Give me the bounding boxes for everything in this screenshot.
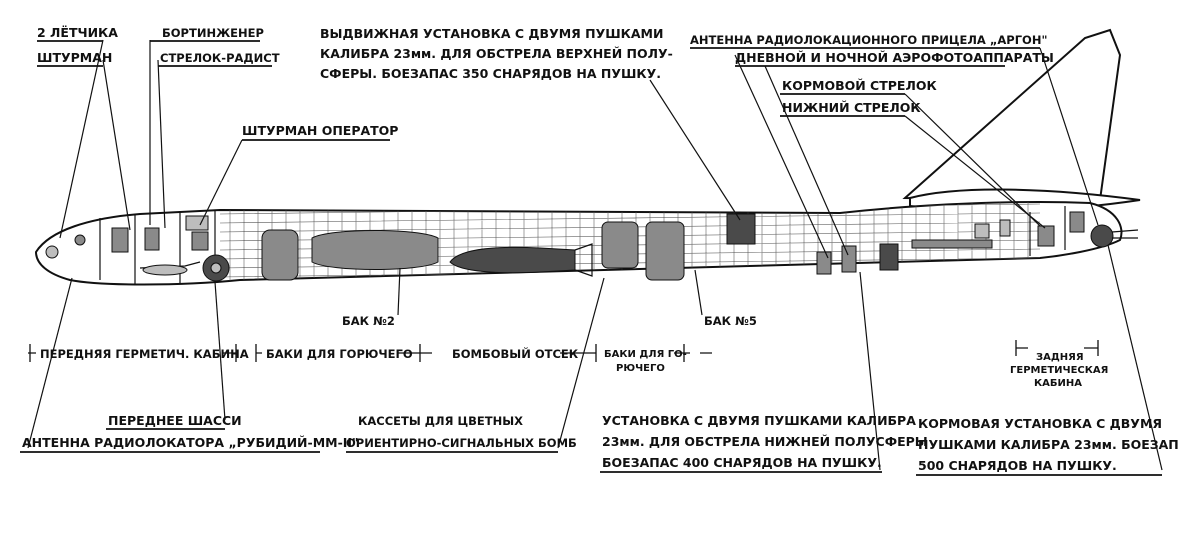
fuel-tank xyxy=(311,230,439,270)
dimension-bars xyxy=(28,340,1099,362)
fuel-tank xyxy=(261,229,299,281)
label-argon-antenna: АНТЕННА РАДИОЛОКАЦИОННОГО ПРИЦЕЛА „АРГОН… xyxy=(690,33,1047,47)
label-lower-gunner: НИЖНИЙ СТРЕЛОК xyxy=(782,100,921,115)
label-signal-bombs-line2: ОРИЕНТИРНО-СИГНАЛЬНЫХ БОМБ xyxy=(346,436,577,450)
label-nose-gear: ПЕРЕДНЕЕ ШАССИ xyxy=(108,413,242,428)
label-front-pressurized-cabin: ПЕРЕДНЯЯ ГЕРМЕТИЧ. КАБИНА xyxy=(40,347,249,361)
label-tail-turret-line3: 500 СНАРЯДОВ НА ПУШКУ. xyxy=(918,458,1117,473)
label-aerial-cameras: ДНЕВНОЙ И НОЧНОЙ АЭРОФОТОАППАРАТЫ xyxy=(735,50,1054,65)
bomb xyxy=(449,243,593,277)
label-navigator-operator: ШТУРМАН ОПЕРАТОР xyxy=(242,123,398,138)
label-fuel-tanks-2-line2: РЮЧЕГО xyxy=(616,363,665,374)
label-gunner-radio-operator: СТРЕЛОК-РАДИСТ xyxy=(160,51,280,65)
label-signal-bombs-line1: КАССЕТЫ ДЛЯ ЦВЕТНЫХ xyxy=(358,414,523,428)
label-tail-gunner: КОРМОВОЙ СТРЕЛОК xyxy=(782,78,937,93)
label-lower-turret-line3: БОЕЗАПАС 400 СНАРЯДОВ НА ПУШКУ. xyxy=(602,455,882,470)
fuselage-outline xyxy=(34,201,1123,286)
fuel-tank xyxy=(601,221,685,281)
label-rear-cabin-line2: ГЕРМЕТИЧЕСКАЯ xyxy=(1010,365,1108,376)
label-upper-turret-line3: СФЕРЫ. БОЕЗАПАС 350 СНАРЯДОВ НА ПУШКУ. xyxy=(320,66,661,81)
label-rubidiy-antenna: АНТЕННА РАДИОЛОКАТОРА „РУБИДИЙ-ММ-II" xyxy=(22,435,359,450)
label-tail-turret-line1: КОРМОВАЯ УСТАНОВКА С ДВУМЯ xyxy=(918,416,1162,431)
label-tank-2: БАК №2 xyxy=(342,314,395,328)
rear-fuselage-equipment xyxy=(911,219,1011,249)
label-bomb-bay: БОМБОВЫЙ ОТСЕК xyxy=(452,346,579,361)
label-rear-cabin-line1: ЗАДНЯЯ xyxy=(1036,352,1084,363)
label-navigator: ШТУРМАН xyxy=(37,50,112,65)
upper-gun-turret xyxy=(726,213,756,245)
tail-gun-turret xyxy=(1090,224,1139,248)
label-fuel-tanks-2-line1: БАКИ ДЛЯ ГО- xyxy=(604,349,687,360)
label-tank-5: БАК №5 xyxy=(704,314,757,328)
label-tail-turret-line2: ПУШКАМИ КАЛИБРА 23мм. БОЕЗАПАС xyxy=(918,437,1178,452)
label-rear-cabin-line3: КАБИНА xyxy=(1034,378,1082,389)
label-flight-engineer: БОРТИНЖЕНЕР xyxy=(162,26,264,40)
label-upper-turret-line2: КАЛИБРА 23мм. ДЛЯ ОБСТРЕЛА ВЕРХНЕЙ ПОЛУ- xyxy=(320,46,673,61)
lower-gun-turret xyxy=(879,243,899,271)
label-upper-turret-line1: ВЫДВИЖНАЯ УСТАНОВКА С ДВУМЯ ПУШКАМИ xyxy=(320,26,663,41)
rear-pressurized-cabin xyxy=(1029,206,1085,256)
label-two-pilots: 2 ЛЁТЧИКА xyxy=(37,25,118,40)
nose-landing-gear xyxy=(202,254,230,282)
label-lower-turret-line1: УСТАНОВКА С ДВУМЯ ПУШКАМИ КАЛИБРА xyxy=(602,413,916,428)
label-fuel-tanks: БАКИ ДЛЯ ГОРЮЧЕГО xyxy=(266,347,413,361)
label-lower-turret-line2: 23мм. ДЛЯ ОБСТРЕЛА НИЖНЕЙ ПОЛУСФЕРЫ xyxy=(602,434,928,449)
leader-lines xyxy=(27,39,1163,471)
